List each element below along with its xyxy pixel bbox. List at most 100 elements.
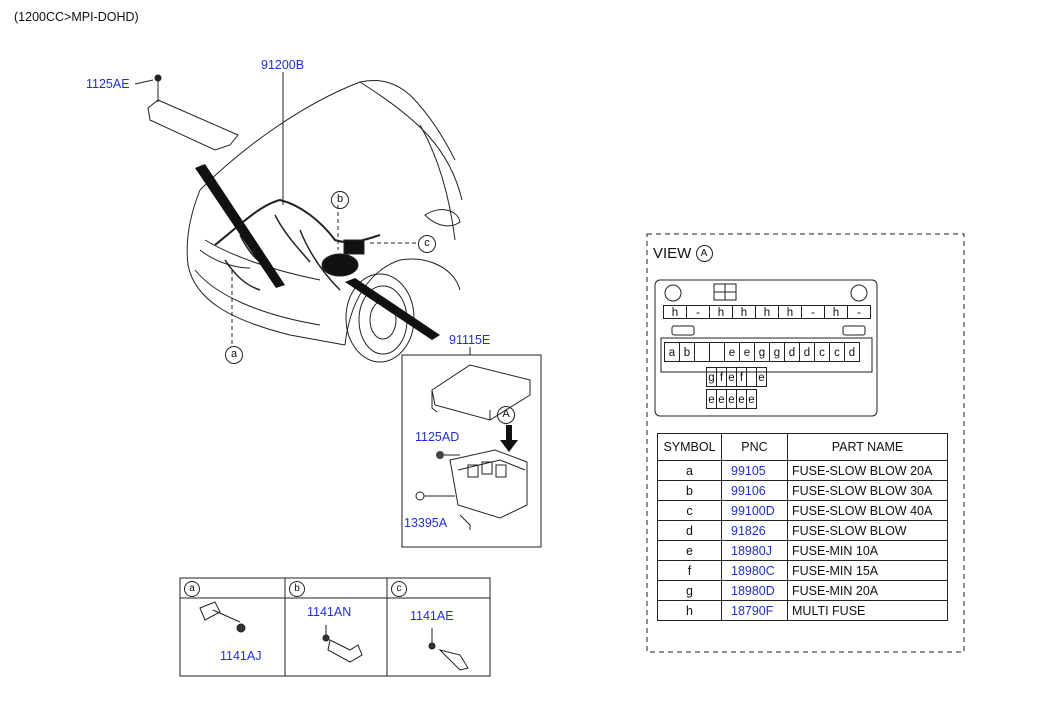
part-number-91115E: 91115E [449,333,491,347]
fuse-box-cover [431,364,531,421]
pnc-cell: 18790F [721,600,788,621]
multi-fuse-slot-5: h [778,305,802,319]
part-name-cell: FUSE-SLOW BLOW 20A [787,460,948,481]
view-a-arrow [500,425,518,452]
part-number-1125AE: 1125AE [86,77,130,91]
car-front-wheel [358,285,408,355]
part-name-cell: FUSE-SLOW BLOW 30A [787,480,948,501]
multi-fuse-slot-1: - [686,305,710,319]
symbol-cell: h [657,600,722,621]
clip-1141AE-c [438,649,469,671]
fuse-slot-row1-12: d [844,342,860,362]
fuse-slot-row1-1: b [679,342,695,362]
car-hood-outline [199,80,456,191]
part-name-cell: FUSE-SLOW BLOW [787,520,948,541]
symbol-cell: f [657,560,722,581]
fuse-slot-row1-11: c [829,342,845,362]
fuse-box-detail-frame [401,354,542,548]
fuse-slot-row1-5: e [739,342,755,362]
header-pnc: PNC [721,433,788,461]
multi-fuse-slot-4: h [755,305,779,319]
car-fender-line [344,258,461,346]
harness-branch-4 [224,259,261,291]
detail-a-marker: a [184,581,200,597]
part-name-cell: FUSE-MIN 10A [787,540,948,561]
view-a-frame [646,233,965,653]
symbol-cell: d [657,520,722,541]
symbol-cell: g [657,580,722,601]
symbol-cell: b [657,480,722,501]
car-headlamp [199,249,251,269]
part-number-1141AJ: 1141AJ [220,649,262,663]
fuse-slot-row1-2 [694,342,710,362]
symbol-cell: a [657,460,722,481]
engine-spec-label: (1200CC>MPI-DOHD) [14,10,139,24]
fuse-panel-outline [654,279,878,417]
view-a-marker: A [497,406,515,424]
header-part-name: PART NAME [787,433,948,461]
location-marker-c: c [418,235,436,253]
fuse-slot-row1-10: c [814,342,830,362]
car-bumper [194,269,321,326]
part-name-cell: FUSE-MIN 15A [787,560,948,581]
car-windshield [419,124,456,241]
car-roof-outline [359,81,463,201]
fuse-slot-row2-5: e [756,367,767,387]
part-number-1141AN: 1141AN [307,605,352,619]
multi-fuse-slot-8: - [847,305,871,319]
fuse-slot-row1-0: a [664,342,680,362]
detail-b-marker: b [289,581,305,597]
fuse-slot-row3-4: e [746,389,757,409]
fuse-slot-row1-7: g [769,342,785,362]
swoosh-arrow-right [345,278,440,340]
car-front-outline [186,189,346,346]
location-marker-a: a [225,346,243,364]
multi-fuse-slot-2: h [709,305,733,319]
bracket-1125AE [147,99,239,151]
pnc-cell: 91826 [721,520,788,541]
view-a-title: VIEW A [653,245,713,262]
harness-branch-3 [299,229,341,291]
multi-fuse-slot-7: h [824,305,848,319]
pnc-cell: 99105 [721,460,788,481]
part-number-1141AE: 1141AE [410,609,454,623]
harness-branch-2 [274,214,311,263]
part-name-cell: MULTI FUSE [787,600,948,621]
view-title-marker: A [695,245,713,262]
fuse-slot-row1-9: d [799,342,815,362]
symbol-cell: c [657,500,722,521]
header-symbol: SYMBOL [657,433,722,461]
swoosh-arrow-left [195,164,285,288]
fuse-slot-row1-6: g [754,342,770,362]
pnc-cell: 18980D [721,580,788,601]
multi-fuse-slot-6: - [801,305,825,319]
pnc-cell: 18980J [721,540,788,561]
detail-c-marker: c [391,581,407,597]
fuse-slot-row1-3 [709,342,725,362]
part-name-cell: FUSE-MIN 20A [787,580,948,601]
location-marker-b: b [331,191,349,209]
pnc-cell: 18980C [721,560,788,581]
clip-1141AJ-a [199,601,221,621]
table-header-row: SYMBOL PNC PART NAME [657,433,948,461]
part-number-91200B: 91200B [261,58,305,72]
fuse-slot-row1-8: d [784,342,800,362]
symbol-cell: e [657,540,722,561]
fuse-slot-row1-4: e [724,342,740,362]
multi-fuse-slot-0: h [663,305,687,319]
fuse-box-body [449,449,528,519]
